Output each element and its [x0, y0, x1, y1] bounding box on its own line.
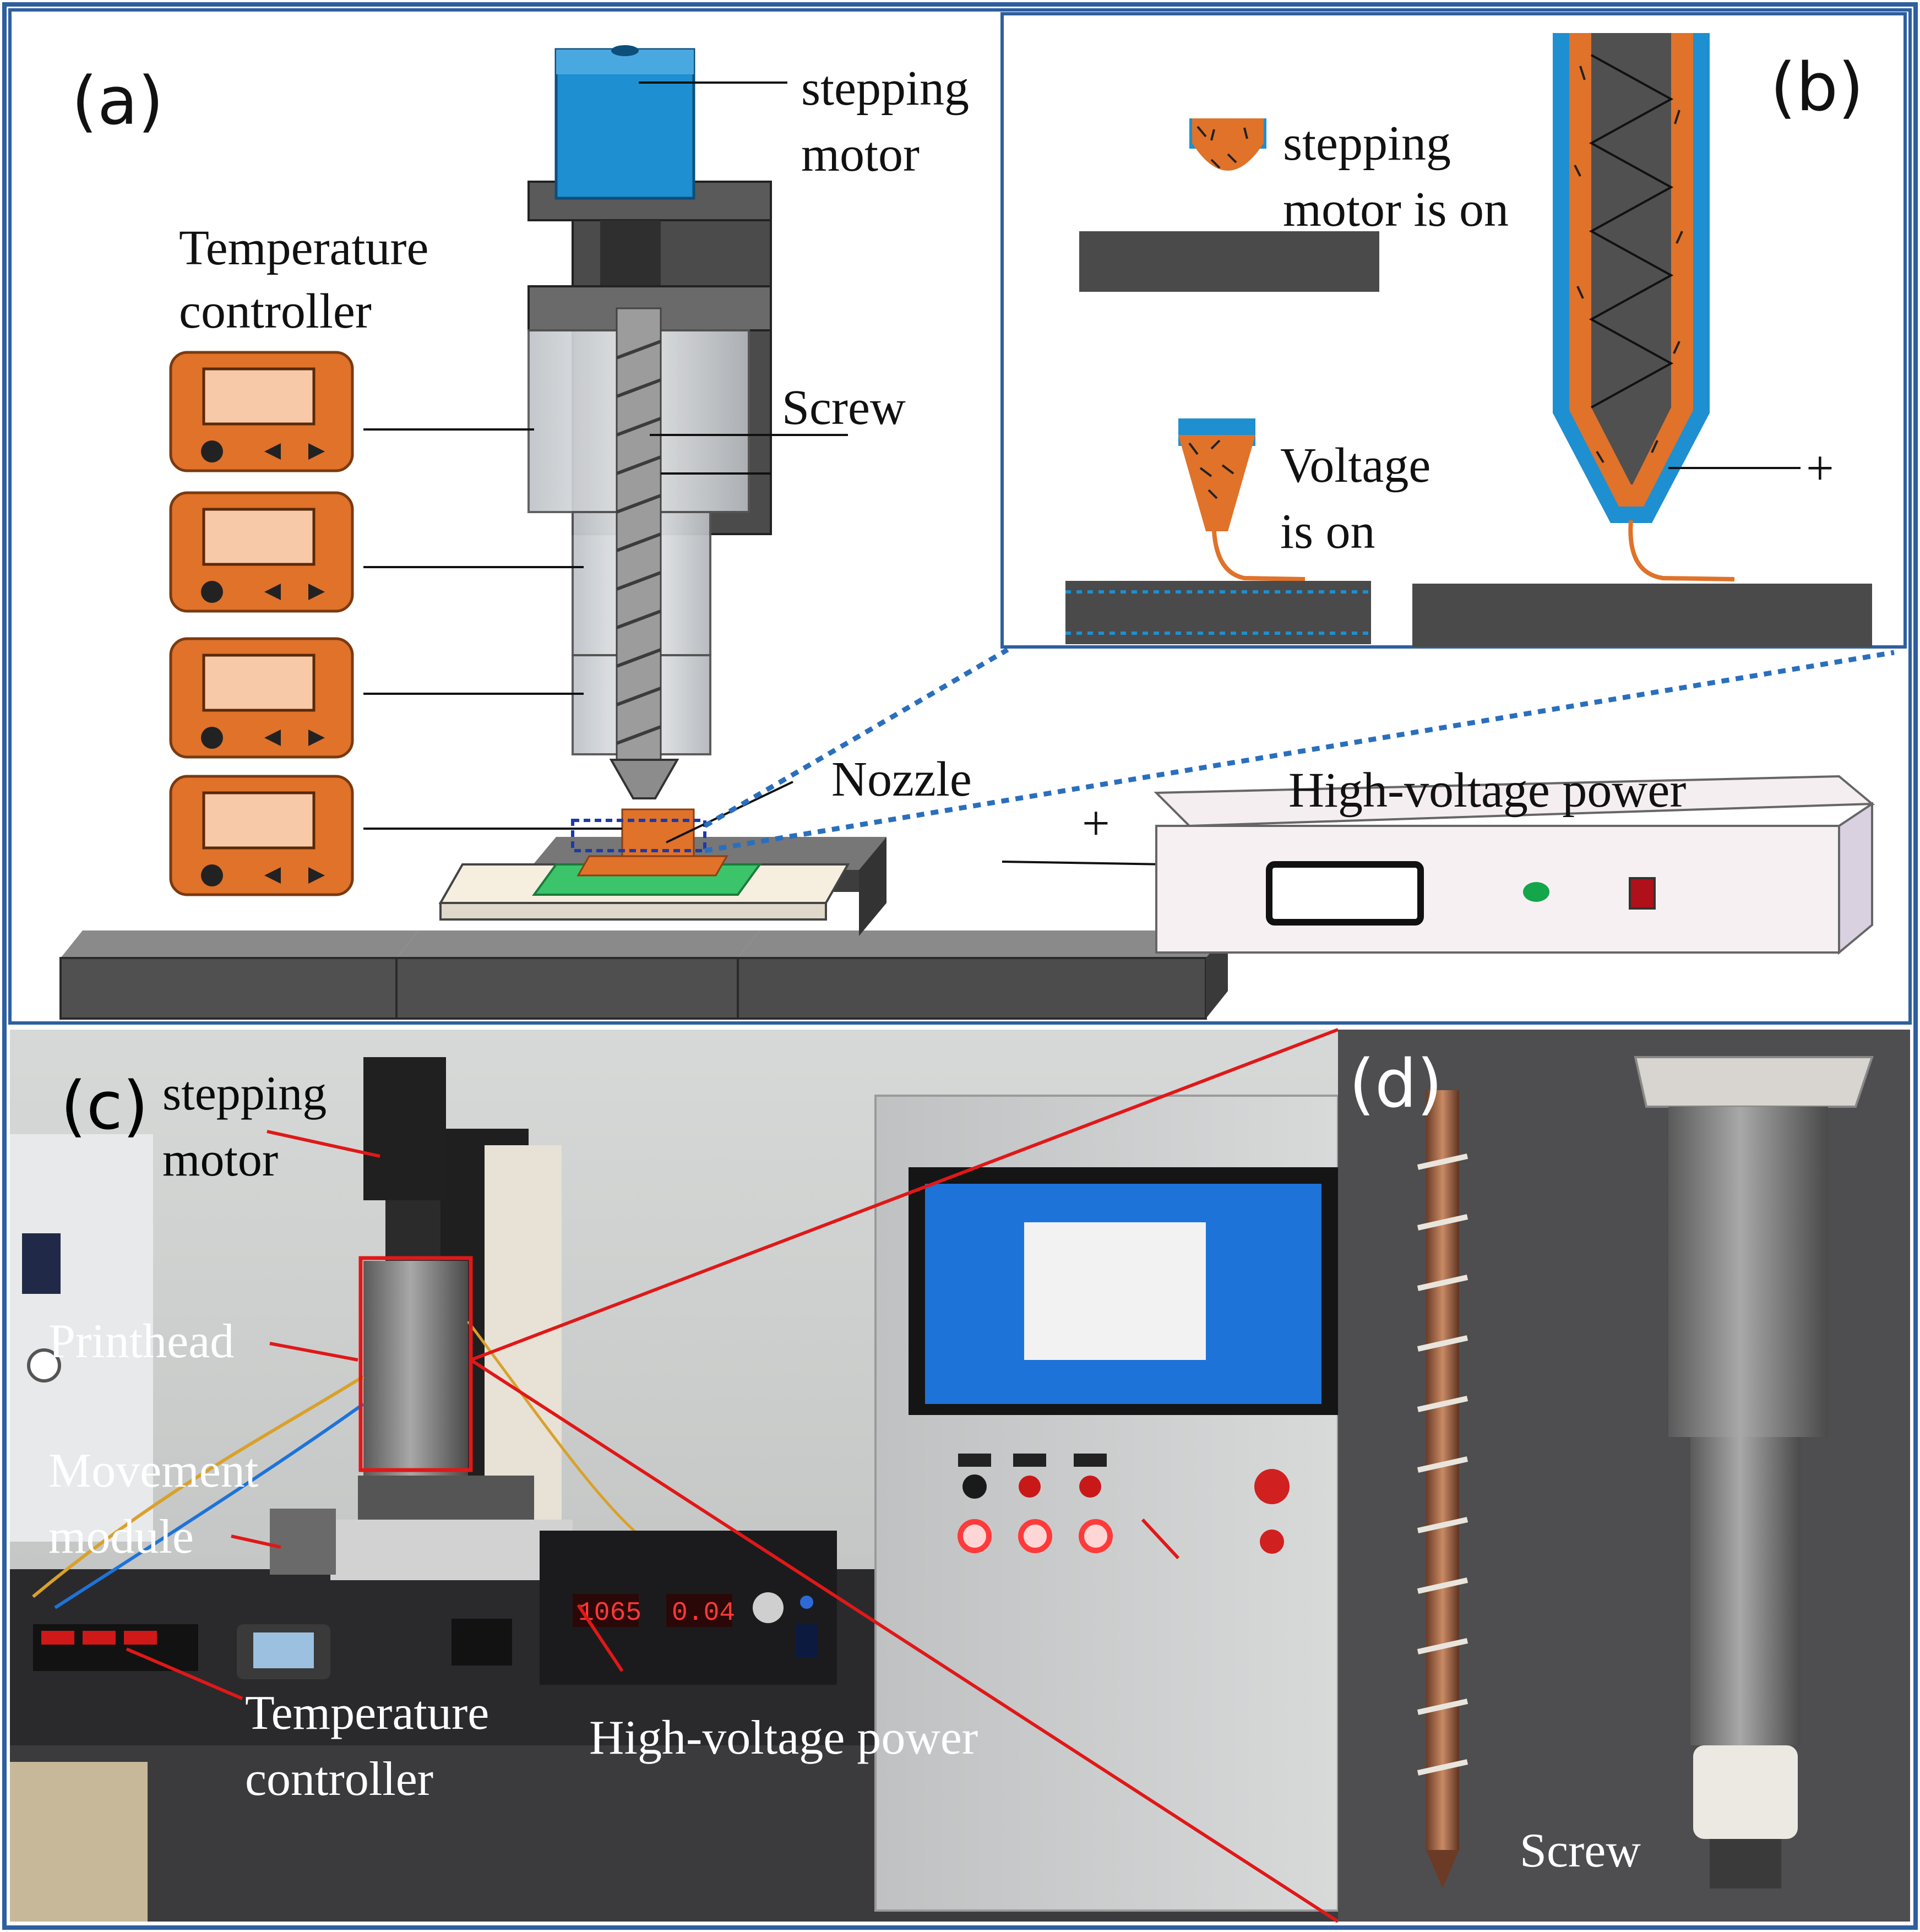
panel-c-red-leader-lines — [126, 1028, 1339, 1923]
temp-controller-4 — [169, 775, 354, 896]
label-stepping-motor-on-1: stepping — [1283, 116, 1451, 171]
nozzle-cross-section — [1412, 33, 1872, 647]
hv-power-photo: 1065 0.04 — [540, 1531, 837, 1685]
label-temperature-controller-a-2: controller — [179, 284, 372, 339]
printer-motor — [363, 1057, 446, 1200]
hv-display — [1266, 861, 1424, 926]
label-stepping-motor-c-1: stepping — [162, 1067, 327, 1120]
panel-label-b: (b) — [1770, 50, 1864, 126]
movement-module-motor — [270, 1509, 336, 1575]
printhead-highlight-box — [358, 1256, 473, 1472]
label-screw-a: Screw — [782, 380, 906, 435]
work-platform — [438, 808, 886, 936]
panel-label-a: (a) — [72, 63, 164, 140]
label-hv-power-c: High-voltage power — [589, 1711, 978, 1765]
label-movement-module-c-2: module — [48, 1510, 194, 1564]
panel-d: (d) Screw — [1338, 1030, 1910, 1922]
printhead-assembly — [363, 1261, 468, 1476]
control-cabinet — [874, 1095, 1339, 1912]
label-plus-a: + — [1082, 796, 1110, 851]
label-stepping-motor-on-2: motor is on — [1283, 182, 1509, 237]
screw-threads — [616, 340, 662, 745]
copper-screw — [1417, 1090, 1468, 1889]
panel-b-frame — [1000, 12, 1907, 649]
label-temperature-controller-c-2: controller — [245, 1753, 433, 1806]
panel-label-d: (d) — [1349, 1046, 1443, 1123]
temp-controller-3 — [169, 637, 354, 759]
printer-column — [527, 45, 772, 799]
base-slabs — [59, 930, 1228, 1020]
label-screw-d: Screw — [1520, 1824, 1641, 1877]
temperature-controllers — [169, 351, 354, 896]
temp-controller-2 — [169, 491, 354, 613]
label-voltage-on-1: Voltage — [1280, 438, 1431, 493]
panel-b: (b) stepping motor is on Voltage is on + — [1000, 12, 1907, 649]
panel-a-leader-lines — [363, 81, 1168, 866]
label-nozzle-a: Nozzle — [831, 752, 972, 807]
hv-indicator-led — [1523, 882, 1549, 902]
droplet-motor-on — [1079, 118, 1379, 292]
label-voltage-on-2: is on — [1280, 504, 1375, 559]
hv-power-supply — [1154, 775, 1875, 955]
label-stepping-motor-c-2: motor — [162, 1133, 278, 1187]
hv-power-switch — [1629, 877, 1656, 910]
nozzle-highlight-box — [571, 819, 706, 852]
label-hv-power-a: High-voltage power — [1288, 763, 1686, 818]
panel-c: 1065 0.04 — [10, 1028, 1339, 1923]
label-temperature-controller-c-1: Temperature — [245, 1686, 489, 1740]
hv-display-current: 0.04 — [672, 1598, 735, 1628]
label-movement-module-c-1: Movement — [48, 1444, 258, 1498]
droplet-voltage-on — [1065, 418, 1371, 644]
label-printhead-c: Printhead — [48, 1315, 234, 1368]
projection-lines — [703, 647, 1895, 853]
label-temperature-controller-a-1: Temperature — [179, 221, 428, 275]
steel-barrel — [1634, 1056, 1874, 1889]
label-stepping-motor-a-2: motor — [801, 127, 920, 182]
panel-label-c: (c) — [61, 1068, 149, 1145]
label-plus-b: + — [1806, 441, 1834, 496]
label-stepping-motor-a-1: stepping — [801, 61, 969, 116]
temp-controller-1 — [169, 351, 354, 472]
hv-display-voltage: 1065 — [578, 1598, 641, 1628]
nozzle-cone — [609, 759, 679, 799]
